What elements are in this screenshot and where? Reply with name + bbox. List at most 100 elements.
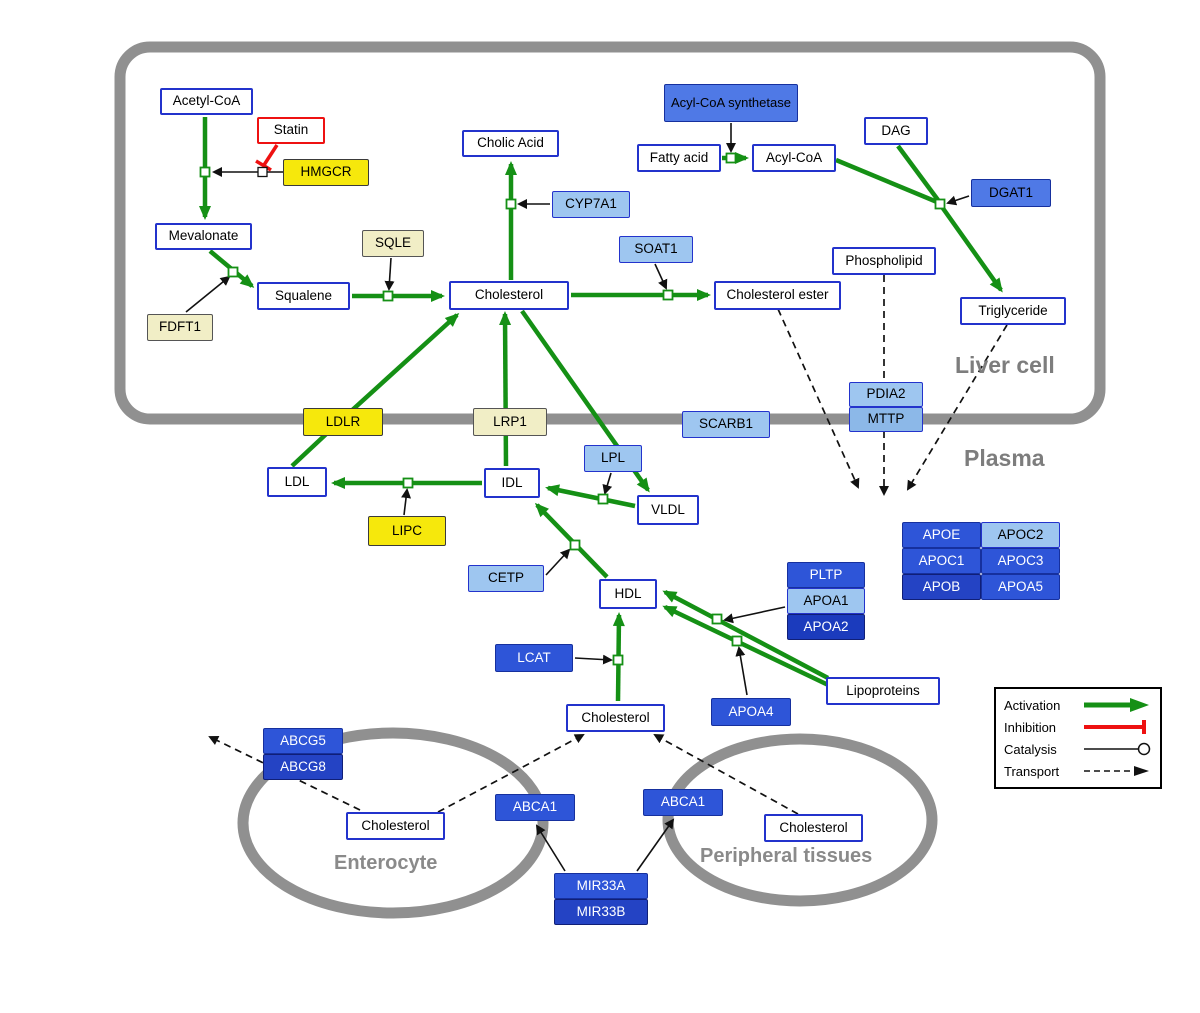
catalysis-apoa4: [735, 646, 748, 696]
mir33-abca1-enterocyte: [535, 824, 566, 872]
legend: Activation Inhibition Catalysis Transpor…: [994, 687, 1162, 789]
drug-statin[interactable]: Statin: [257, 117, 325, 144]
catalysis-circle-icon: [1084, 742, 1151, 756]
gene-apoa4[interactable]: APOA4: [711, 698, 791, 726]
transport-cholesterol-abca1-peripheral: [653, 734, 799, 815]
gene-apob[interactable]: APOB: [902, 574, 981, 600]
metabolite-dag[interactable]: DAG: [864, 117, 928, 145]
inhibition-tbar-icon: [1084, 720, 1146, 734]
metabolite-cholesterol-peripheral[interactable]: Cholesterol: [764, 814, 863, 842]
metabolite-squalene[interactable]: Squalene: [257, 282, 350, 310]
inhibition-edge-statin: [255, 144, 279, 172]
catalysis-edges: [185, 123, 970, 872]
gene-pltp[interactable]: PLTP: [787, 562, 865, 588]
transport-dashed-arrow-icon: [1084, 766, 1149, 776]
activation-arrow-icon: [1084, 698, 1149, 712]
catalysis-fdft1: [185, 275, 231, 313]
gene-mttp[interactable]: MTTP: [849, 407, 923, 432]
lipoprotein-hdl[interactable]: HDL: [599, 579, 657, 609]
metabolite-cholesterol-enterocyte[interactable]: Cholesterol: [346, 812, 445, 840]
gene-lrp1[interactable]: LRP1: [473, 408, 547, 436]
metabolite-cholesterol-liver[interactable]: Cholesterol: [449, 281, 569, 310]
metabolite-mevalonate[interactable]: Mevalonate: [155, 223, 252, 250]
metabolite-triglyceride[interactable]: Triglyceride: [960, 297, 1066, 325]
lipoprotein-ldl[interactable]: LDL: [267, 467, 327, 497]
enterocyte-membrane: [237, 727, 549, 919]
metabolite-acetyl-coa[interactable]: Acetyl-CoA: [160, 88, 253, 115]
gene-apoc3[interactable]: APOC3: [981, 548, 1060, 574]
gene-dgat1[interactable]: DGAT1: [971, 179, 1051, 207]
compartment-label-liver-cell: Liver cell: [955, 352, 1055, 378]
transport-triglyceride-to-plasma: [906, 324, 1008, 491]
edge-junction-triglyceride: [940, 205, 1003, 293]
edge-lipoproteins-hdl-upper: [662, 590, 830, 680]
cell-membranes: [114, 41, 1106, 919]
lipoprotein-vldl[interactable]: VLDL: [637, 495, 699, 525]
catalysis-lpl: [602, 472, 613, 495]
legend-label-inhibition: Inhibition: [1004, 719, 1057, 735]
transport-cholesterol-abcg5-abcg8: [208, 736, 361, 811]
lipoproteins-node[interactable]: Lipoproteins: [826, 677, 940, 705]
reaction-squares: [199, 152, 946, 666]
liver-cell-membrane: [114, 41, 1106, 425]
transport-cholesterol-ester-to-plasma: [777, 308, 860, 489]
gene-lcat[interactable]: LCAT: [495, 644, 573, 672]
catalysis-lipc: [401, 488, 412, 516]
gene-ldlr[interactable]: LDLR: [303, 408, 383, 436]
gene-abcg5[interactable]: ABCG5: [263, 728, 343, 754]
catalysis-lcat: [574, 654, 613, 665]
gene-acyl-coa-synthetase[interactable]: Acyl-CoA synthetase: [664, 84, 798, 122]
catalysis-sqle: [384, 257, 395, 291]
activation-edges: [199, 117, 1003, 702]
edge-acylcoa-dgat1-junction: [835, 157, 938, 205]
edge-lipoproteins-hdl-lower: [662, 604, 846, 696]
metabolite-fatty-acid[interactable]: Fatty acid: [637, 144, 721, 172]
gene-apoc2[interactable]: APOC2: [981, 522, 1060, 548]
statin-catalysis-junction-square: [257, 166, 268, 178]
compartment-label-plasma: Plasma: [964, 445, 1045, 471]
gene-lpl[interactable]: LPL: [584, 445, 642, 472]
gene-abcg8[interactable]: ABCG8: [263, 754, 343, 780]
gene-scarb1[interactable]: SCARB1: [682, 411, 770, 438]
gene-pdia2[interactable]: PDIA2: [849, 382, 923, 407]
metabolite-phospholipid[interactable]: Phospholipid: [832, 247, 936, 275]
gene-mir33b[interactable]: MIR33B: [554, 899, 648, 925]
gene-apoa5[interactable]: APOA5: [981, 574, 1060, 600]
gene-lipc[interactable]: LIPC: [368, 516, 446, 546]
gene-cetp[interactable]: CETP: [468, 565, 544, 592]
transport-cholesterol-abca1-enterocyte: [437, 734, 585, 813]
mir33-abca1-peripheral: [636, 818, 675, 872]
gene-hmgcr[interactable]: HMGCR: [283, 159, 369, 186]
catalysis-soat1: [654, 263, 668, 290]
edge-idl-lrp1-cholesterol: [499, 311, 512, 467]
metabolite-cholesterol-plasma[interactable]: Cholesterol: [566, 704, 665, 732]
catalysis-cetp: [545, 548, 571, 576]
legend-row-activation: Activation: [1004, 696, 1152, 714]
metabolite-cholic-acid[interactable]: Cholic Acid: [462, 130, 559, 157]
gene-abca1-peripheral[interactable]: ABCA1: [643, 789, 723, 816]
legend-row-inhibition: Inhibition: [1004, 718, 1152, 736]
gene-sqle[interactable]: SQLE: [362, 230, 424, 257]
catalysis-dgat1: [946, 195, 970, 206]
gene-apoa2[interactable]: APOA2: [787, 614, 865, 640]
gene-apoa1[interactable]: APOA1: [787, 588, 865, 614]
metabolite-acyl-coa[interactable]: Acyl-CoA: [752, 144, 836, 172]
metabolite-cholesterol-ester[interactable]: Cholesterol ester: [714, 281, 841, 310]
lipoprotein-idl[interactable]: IDL: [484, 468, 540, 498]
legend-label-activation: Activation: [1004, 697, 1061, 713]
gene-fdft1[interactable]: FDFT1: [147, 314, 213, 341]
compartment-label-enterocyte: Enterocyte: [334, 852, 438, 874]
gene-apoe[interactable]: APOE: [902, 522, 981, 548]
gene-abca1-enterocyte[interactable]: ABCA1: [495, 794, 575, 821]
gene-mir33a[interactable]: MIR33A: [554, 873, 648, 899]
edge-vldl-idl: [545, 484, 636, 509]
gene-soat1[interactable]: SOAT1: [619, 236, 693, 263]
legend-row-transport: Transport: [1004, 762, 1152, 780]
edge-dag-dgat1-junction: [896, 144, 940, 202]
catalysis-apoa1-apoa2: [723, 606, 786, 624]
gene-apoc1[interactable]: APOC1: [902, 548, 981, 574]
legend-label-transport: Transport: [1004, 763, 1060, 779]
gene-cyp7a1[interactable]: CYP7A1: [552, 191, 630, 218]
